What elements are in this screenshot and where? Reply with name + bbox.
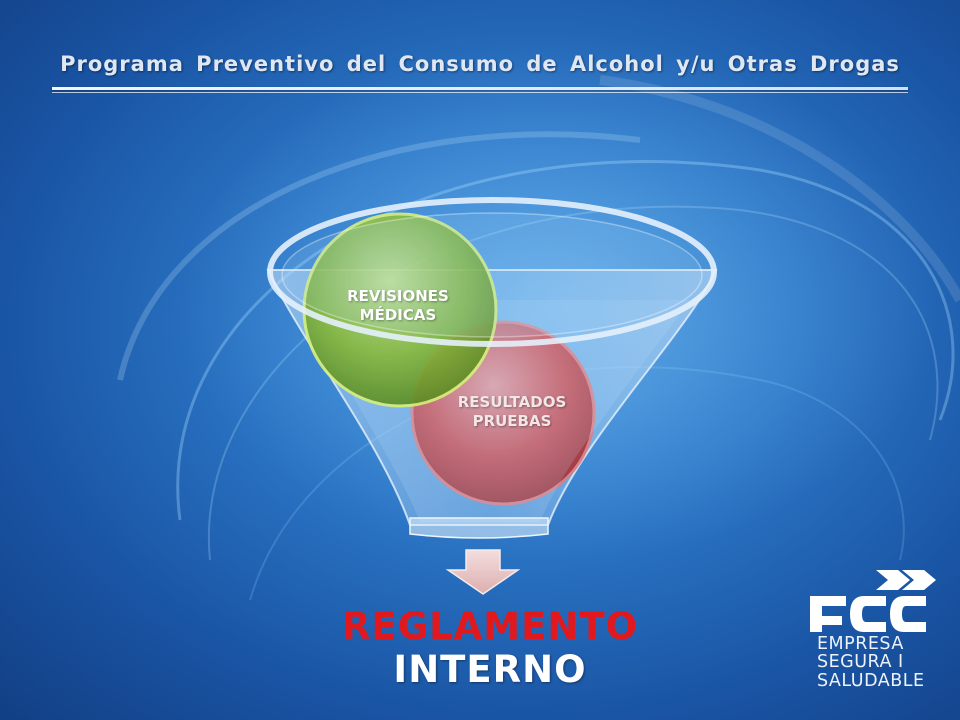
- revisiones-medicas-label: REVISIONES MÉDICAS: [318, 287, 478, 325]
- title-underline: [52, 87, 908, 93]
- logo-chevron-2: [902, 570, 936, 590]
- funnel-output-text: REGLAMENTO INTERNO: [300, 605, 680, 691]
- logo-chevron-1: [876, 570, 910, 590]
- funnel-spout: [409, 517, 549, 539]
- funnel-rim: [267, 197, 717, 347]
- fcc-logo: [810, 570, 936, 632]
- resultados-pruebas-label: RESULTADOS PRUEBAS: [432, 393, 592, 431]
- tagline-line2: SEGURA I: [817, 652, 904, 673]
- down-arrow: [445, 549, 521, 595]
- logo-letter-f: [810, 596, 846, 632]
- title-underline-thick: [52, 87, 908, 90]
- revisiones-label-line1: REVISIONES: [347, 287, 449, 305]
- output-line2: INTERNO: [393, 647, 587, 691]
- logo-tagline: EMPRESA SEGURA I SALUDABLE: [817, 634, 947, 691]
- revisiones-label-line2: MÉDICAS: [359, 305, 437, 324]
- logo-letter-c2: [890, 596, 926, 632]
- tagline-line1: EMPRESA: [817, 634, 904, 654]
- resultados-label-line2: PRUEBAS: [472, 411, 552, 430]
- funnel-rim-inner: [281, 212, 703, 338]
- title-underline-thin: [52, 92, 908, 93]
- slide-title: Programa Preventivo del Consumo de Alcoh…: [60, 52, 900, 76]
- logo-letter-c1: [850, 596, 886, 632]
- resultados-label-line1: RESULTADOS: [457, 393, 567, 411]
- tagline-line3: SALUDABLE: [817, 670, 925, 691]
- output-line1: REGLAMENTO: [341, 605, 639, 648]
